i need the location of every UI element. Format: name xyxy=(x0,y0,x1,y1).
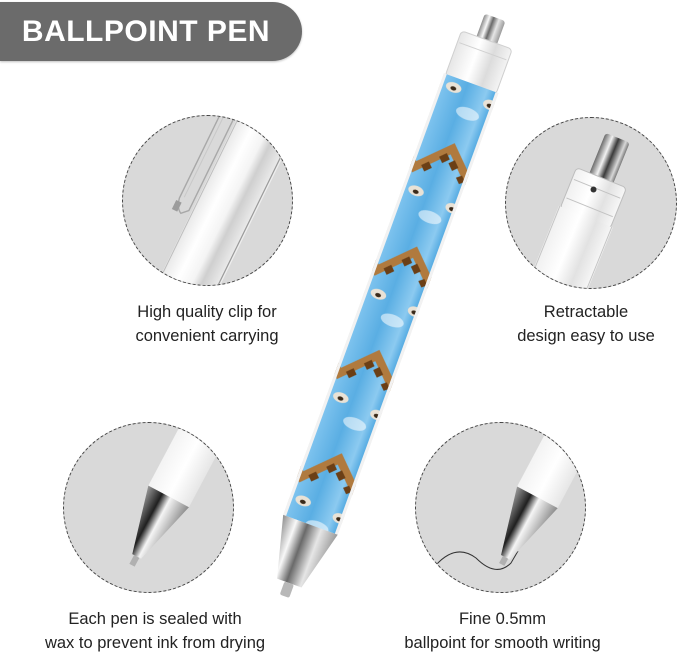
sealed-tip-detail-circle xyxy=(63,422,234,593)
feature-caption-sealed: Each pen is sealed with wax to prevent i… xyxy=(35,607,275,655)
caption-line: convenient carrying xyxy=(135,327,279,345)
caption-line: High quality clip for xyxy=(137,303,277,321)
caption-line: Fine 0.5mm xyxy=(458,610,547,628)
caption-line: wax to prevent ink from drying xyxy=(44,634,266,652)
caption-line: Retractable xyxy=(543,303,629,321)
page-title: BALLPOINT PEN xyxy=(21,14,271,48)
caption-line: design easy to use xyxy=(517,327,655,345)
retractable-detail-circle xyxy=(505,117,677,289)
pen-tip-closeup-icon xyxy=(129,423,233,567)
caption-line: Each pen is sealed with xyxy=(68,610,242,628)
fine-tip-detail-circle xyxy=(415,422,586,593)
title-badge: BALLPOINT PEN xyxy=(0,2,302,61)
clip-detail-circle xyxy=(122,115,293,286)
feature-caption-clip: High quality clip for convenient carryin… xyxy=(107,300,307,348)
retractable-button-closeup-icon xyxy=(513,133,629,288)
pen-clip-closeup-icon xyxy=(144,116,292,285)
pen-tip-writing-closeup-icon xyxy=(435,423,585,570)
push-button xyxy=(476,14,505,45)
feature-caption-retractable: Retractable design easy to use xyxy=(486,300,679,348)
caption-line: ballpoint for smooth writing xyxy=(404,634,601,652)
feature-caption-fine-tip: Fine 0.5mm ballpoint for smooth writing xyxy=(380,607,625,655)
